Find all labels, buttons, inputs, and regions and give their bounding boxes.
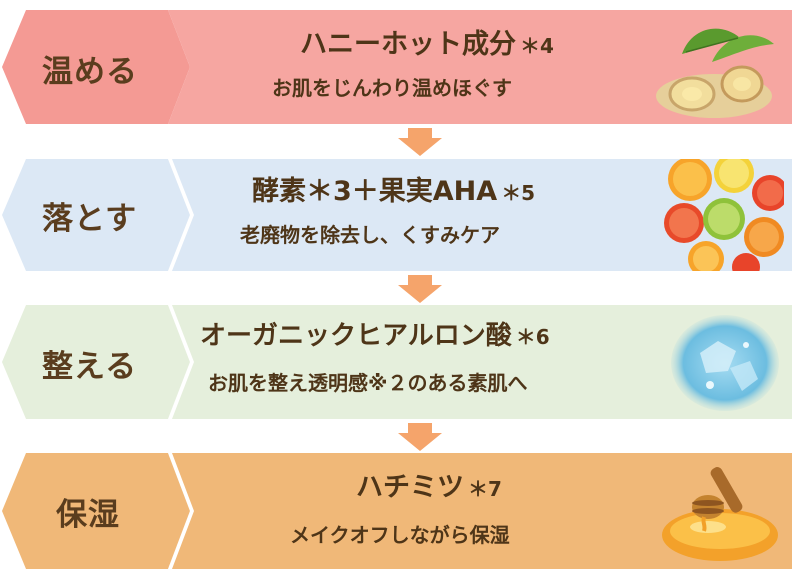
footnote-mark: ＊7	[468, 477, 502, 501]
ingredient-title: ハニーホット成分＊4	[300, 22, 554, 61]
step-tag: 落とす	[42, 201, 138, 237]
ingredient-subtitle: お肌をじんわり温めほぐす	[272, 76, 512, 100]
step-row-warm: 温める ハニーホット成分＊4 お肌をじんわり温めほぐす	[0, 8, 800, 126]
step-tag: 整える	[42, 349, 138, 385]
ingredient-title: オーガニックヒアルロン酸＊6	[200, 315, 550, 352]
row-background	[2, 453, 792, 569]
step-row-cleanse: 落とす 酵素＊3＋果実AHA＊5 老廃物を除去し、くすみケア	[0, 157, 800, 273]
down-arrow-icon	[398, 275, 442, 303]
ingredient-title: 酵素＊3＋果実AHA＊5	[252, 169, 535, 208]
title-text: オーガニックヒアルロン酸	[200, 321, 512, 351]
ingredient-subtitle: お肌を整え透明感※２のある素肌へ	[208, 371, 528, 395]
honey-icon	[662, 467, 778, 561]
ice-water-icon	[671, 315, 779, 411]
down-arrow-icon	[398, 423, 442, 451]
row-background	[2, 305, 792, 419]
footnote-mark: ＊5	[501, 181, 536, 205]
title-text: ハニーホット成分	[300, 29, 516, 60]
step-tag: 保湿	[56, 497, 120, 533]
ingredient-subtitle: メイクオフしながら保湿	[290, 523, 510, 547]
title-text: ハチミツ	[356, 472, 464, 503]
title-text: 酵素＊3＋果実AHA	[252, 176, 498, 207]
footnote-mark: ＊4	[520, 34, 554, 58]
footnote-mark: ＊6	[515, 325, 550, 349]
step-row-condition: 整える オーガニックヒアルロン酸＊6 お肌を整え透明感※２のある素肌へ	[0, 303, 800, 421]
step-tag: 温める	[42, 54, 138, 90]
step-row-moisturize: 保湿 ハチミツ＊7 メイクオフしながら保湿	[0, 451, 800, 571]
ingredient-title: ハチミツ＊7	[356, 465, 502, 504]
row-background	[2, 159, 792, 271]
ingredient-subtitle: 老廃物を除去し、くすみケア	[240, 223, 500, 247]
ginger-icon	[656, 28, 774, 118]
down-arrow-icon	[398, 128, 442, 156]
row-background	[2, 10, 792, 124]
citrus-icon	[664, 159, 784, 271]
